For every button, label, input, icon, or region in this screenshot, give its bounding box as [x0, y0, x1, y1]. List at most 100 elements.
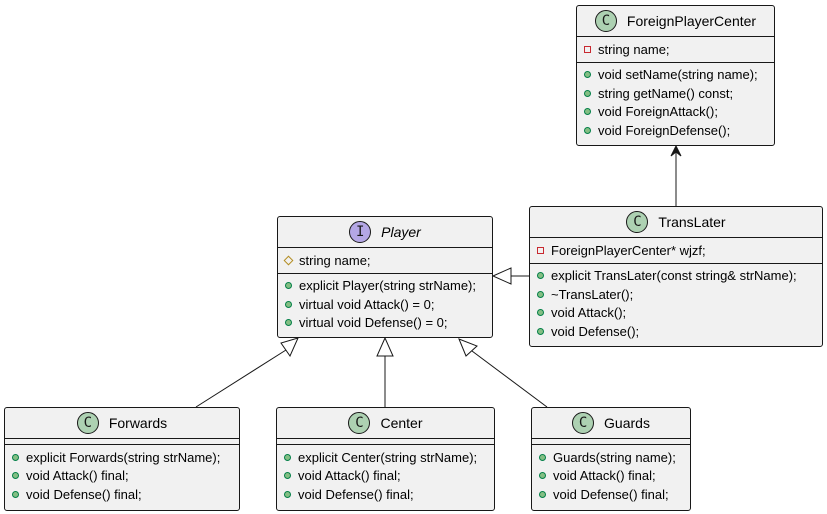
public-visibility-icon — [584, 89, 591, 97]
method-row: void Defense() final; — [5, 485, 239, 504]
method-row: void Defense(); — [530, 322, 822, 341]
public-visibility-icon — [284, 472, 291, 480]
method-row: virtual void Defense() = 0; — [278, 314, 492, 333]
class-badge-icon: C — [572, 412, 595, 434]
triangle-forwards-player — [280, 337, 299, 358]
public-visibility-icon — [12, 472, 19, 480]
methods-section: explicit Center(string strName);void Att… — [277, 444, 494, 507]
method-row: void Attack(); — [530, 304, 822, 323]
methods-section: void setName(string name); string getName… — [577, 61, 774, 143]
edge-guards-player — [471, 350, 548, 408]
method-text: void Defense() final; — [553, 486, 669, 502]
method-text: virtual void Attack() = 0; — [299, 296, 435, 312]
public-visibility-icon — [537, 272, 544, 280]
method-row: void ForeignDefense(); — [577, 121, 774, 140]
method-text: void Attack() final; — [553, 468, 656, 484]
method-row: void setName(string name); — [577, 66, 774, 85]
private-visibility-icon — [537, 246, 544, 254]
triangle-translater-player — [491, 267, 512, 285]
methods-section: explicit Player(string strName); virtual … — [278, 272, 492, 336]
public-visibility-icon — [539, 472, 546, 480]
class-header: C Guards — [532, 408, 690, 438]
method-text: string getName() const; — [598, 85, 734, 101]
class-name: Player — [381, 224, 421, 240]
field-row: string name; — [577, 40, 774, 59]
public-visibility-icon — [539, 453, 546, 461]
public-visibility-icon — [539, 490, 546, 498]
methods-section: Guards(string name);void Attack() final;… — [532, 444, 690, 507]
method-row: void Defense() final; — [277, 485, 494, 504]
class-name: ForeignPlayerCenter — [626, 13, 757, 29]
method-row: virtual void Attack() = 0; — [278, 295, 492, 314]
private-visibility-icon — [584, 45, 591, 53]
method-text: void Defense(); — [551, 323, 640, 339]
public-visibility-icon — [12, 490, 19, 498]
fields-section: string name; — [278, 247, 492, 273]
class-name: Forwards — [108, 415, 168, 431]
fields-section — [277, 438, 494, 444]
public-visibility-icon — [584, 108, 591, 116]
class-badge-icon: C — [348, 412, 371, 434]
method-text: void Attack() final; — [26, 468, 129, 484]
class-foreign-player-center[interactable]: C ForeignPlayerCenter string name; void set… — [576, 5, 775, 146]
method-text: void Attack(); — [551, 305, 627, 321]
public-visibility-icon — [284, 490, 291, 498]
fields-section: string name; — [577, 36, 774, 62]
public-visibility-icon — [285, 319, 292, 327]
fields-section — [5, 438, 239, 444]
arrowhead-foreign — [670, 144, 682, 157]
class-name: Guards — [604, 415, 650, 431]
method-text: void Attack() final; — [298, 468, 401, 484]
method-text: ~TransLater(); — [551, 286, 634, 302]
class-badge-icon: C — [594, 10, 617, 32]
public-visibility-icon — [537, 327, 544, 335]
methods-section: explicit TransLater(const string& strNam… — [530, 262, 822, 344]
method-row: void Attack() final; — [532, 467, 690, 486]
method-row: void Attack() final; — [5, 467, 239, 486]
field-text: ForeignPlayerCenter* wjzf; — [551, 242, 706, 258]
fields-section — [532, 438, 690, 444]
public-visibility-icon — [285, 300, 292, 308]
class-header: I Player — [278, 217, 492, 247]
method-text: explicit TransLater(const string& strNam… — [551, 268, 797, 284]
method-text: void Defense() final; — [298, 486, 414, 502]
public-visibility-icon — [537, 290, 544, 298]
class-header: C ForeignPlayerCenter — [577, 6, 774, 36]
public-visibility-icon — [584, 71, 591, 79]
field-text: string name; — [598, 41, 670, 57]
method-text: void setName(string name); — [598, 67, 758, 83]
public-visibility-icon — [284, 453, 291, 461]
method-row: void Attack() final; — [277, 467, 494, 486]
method-row: void ForeignAttack(); — [577, 103, 774, 122]
triangle-guards-player — [458, 338, 478, 357]
field-row: ForeignPlayerCenter* wjzf; — [530, 241, 822, 260]
method-row: Guards(string name); — [532, 448, 690, 467]
methods-section: explicit Forwards(string strName); void A… — [5, 444, 239, 507]
fields-section: ForeignPlayerCenter* wjzf; — [530, 237, 822, 263]
interface-badge-icon: I — [349, 221, 372, 243]
public-visibility-icon — [537, 309, 544, 317]
method-text: void Defense() final; — [26, 486, 142, 502]
method-row: explicit Forwards(string strName); — [5, 448, 239, 467]
method-row: ~TransLater(); — [530, 285, 822, 304]
method-text: void ForeignDefense(); — [598, 122, 731, 138]
method-row: explicit Player(string strName); — [278, 277, 492, 296]
edge-forwards-player — [195, 349, 287, 408]
public-visibility-icon — [12, 453, 19, 461]
method-text: explicit Forwards(string strName); — [26, 449, 221, 465]
class-name: TransLater — [658, 214, 726, 230]
method-text: explicit Player(string strName); — [299, 278, 476, 294]
field-text: string name; — [299, 252, 371, 268]
method-row: explicit Center(string strName); — [277, 448, 494, 467]
interface-player[interactable]: I Player string name; explicit Player(strin… — [277, 216, 493, 338]
method-row: string getName() const; — [577, 84, 774, 103]
triangle-center-player — [376, 336, 394, 357]
